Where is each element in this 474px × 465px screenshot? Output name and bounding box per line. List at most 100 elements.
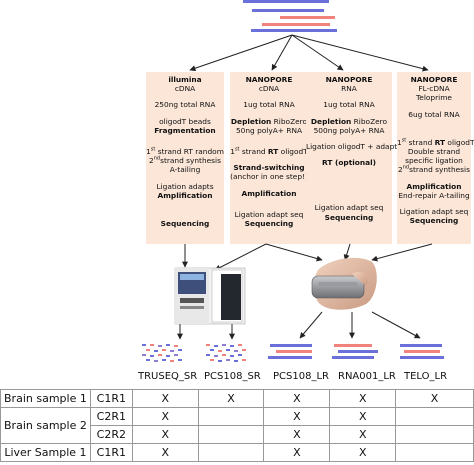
rna-molecules [243, 0, 337, 32]
sample-name-cell: Brain sample 1 [0, 389, 91, 408]
illumina-sequencer-icon [174, 267, 246, 325]
kit-label: Teloprime [416, 93, 452, 103]
arrow-to-telo [291, 34, 429, 72]
mark-cell: X [131, 389, 199, 408]
sequencing-step: Sequencing [160, 219, 210, 229]
depletion-step: Depletion RiboZero [230, 116, 308, 126]
tailing-step: A-tailing [169, 165, 201, 175]
arrow-to-pcs108 [271, 34, 293, 71]
mark-cell [395, 443, 474, 462]
second-strand-step: 2ndstrand synthesis [398, 164, 470, 175]
amplification-step: Amplification [241, 188, 297, 198]
mark-cell: X [395, 389, 474, 408]
ligation-step: Ligation adapt seq [399, 207, 469, 217]
replicate-cell: C2R1 [89, 407, 133, 426]
short-reads-pcs108-icon [206, 344, 246, 362]
table-row: C2R2 X X X [1, 425, 474, 444]
mark-cell: X [329, 407, 397, 426]
platform-label: NANOPORE [245, 75, 293, 84]
mark-cell: X [131, 407, 199, 426]
sample-name-cell: Brain sample 2 [0, 407, 91, 444]
replicate-cell: C2R2 [89, 425, 133, 444]
mark-cell: X [263, 407, 331, 426]
protocol-panel-nanopore-cdna: NANOPORE cDNA 1ug total RNA Depletion Ri… [230, 72, 308, 244]
long-reads-pcs108-icon [268, 344, 312, 359]
selection-step: oligodT beads [159, 116, 211, 126]
mark-cell: X [329, 443, 397, 462]
polya-step: 50ng polyA+ RNA [235, 125, 303, 135]
double-strand-step: Double strand [407, 147, 461, 157]
sequencing-arrows [177, 243, 433, 340]
rna-molecule [251, 29, 337, 32]
rt-step: 1st strand RT oligodT [230, 146, 308, 157]
rna-molecule [262, 23, 330, 26]
sequencing-step: Sequencing [244, 219, 294, 229]
input-amount: 250ng total RNA [154, 100, 216, 110]
ligation-step: Ligation adapts [156, 181, 214, 191]
mark-cell: X [329, 425, 397, 444]
input-rna-illustration [189, 0, 429, 72]
input-amount: 1ug total RNA [243, 100, 295, 110]
first-strand-step: 1st strand RT random [146, 146, 224, 157]
mark-cell [197, 425, 265, 444]
sequencing-step: Sequencing [409, 216, 459, 226]
protocol-arrows [189, 34, 429, 72]
rt-step: RT (optional) [321, 158, 377, 168]
fragmentation-step: Fragmentation [154, 125, 216, 135]
polya-step: 500ng polyA+ RNA [313, 125, 385, 135]
ligation-oligo-step: Ligation oligodT + adapt [306, 142, 398, 152]
anchor-note: (anchor in one step!) [230, 172, 308, 182]
mark-cell: X [329, 389, 397, 408]
long-reads-rna001-icon [332, 344, 378, 359]
replicate-cell: C1R1 [89, 389, 133, 408]
mark-cell: X [263, 443, 331, 462]
material-label: cDNA [174, 84, 196, 94]
platform-label: illumina [168, 75, 202, 84]
replicate-cell: C1R1 [89, 443, 133, 462]
sequencers-illustration [142, 243, 444, 362]
ligation-step: Ligation adapt seq [314, 203, 384, 213]
second-strand-step: 2ndstrand synthesis [149, 155, 221, 166]
platform-label: NANOPORE [325, 75, 373, 84]
specific-ligation-step: specific ligation [405, 156, 463, 166]
dataset-label-telo-lr: TELO_LR [404, 371, 448, 382]
mark-cell [197, 407, 265, 426]
table-row: Brain sample 2 C2R1 X X X [0, 407, 474, 444]
sample-dataset-table: Brain sample 1 C1R1 X X X X X Brain samp… [0, 389, 474, 462]
mark-cell [197, 443, 265, 462]
short-reads-truseq-icon [142, 344, 182, 362]
rna-molecule [252, 9, 324, 12]
dataset-label-pcs108-sr: PCS108_SR [204, 371, 261, 382]
dataset-label-rna001-lr: RNA001_LR [338, 371, 396, 382]
amplification-step: Amplification [157, 190, 213, 200]
sequencing-step: Sequencing [324, 212, 374, 222]
mark-cell [395, 425, 474, 444]
strand-switching-step: Strand-switching [233, 163, 305, 173]
table-row: Brain sample 1 C1R1 X X X X X [0, 389, 474, 408]
mark-cell: X [131, 425, 199, 444]
input-amount: 1ug total RNA [323, 100, 375, 110]
protocol-panel-illumina-cdna: illumina cDNA 250ng total RNA oligodT be… [146, 72, 224, 244]
material-label: cDNA [258, 84, 280, 94]
mark-cell: X [197, 389, 265, 408]
rna-molecule [243, 0, 329, 3]
material-label: FL-cDNA [418, 84, 450, 94]
minion-in-hand-icon [311, 257, 377, 310]
amplification-step: Amplification [406, 181, 462, 191]
arrow-to-rna001 [291, 34, 344, 71]
rt-step: 1st strand RT oligodT [397, 137, 474, 147]
input-amount: 6ug total RNA [408, 109, 460, 119]
ligation-step: Ligation adapt seq [234, 209, 304, 219]
end-repair-step: End-repair A-tailing [398, 190, 470, 200]
sample-name-cell: Liver Sample 1 [0, 443, 91, 462]
material-label: RNA [341, 84, 357, 94]
protocol-panel-nanopore-fl-cdna: NANOPORE FL-cDNA Teloprime 6ug total RNA… [397, 72, 474, 244]
depletion-step: Depletion RiboZero [310, 116, 388, 126]
table-row: Liver Sample 1 C1R1 X X X [0, 443, 474, 462]
mark-cell [395, 407, 474, 426]
platform-label: NANOPORE [410, 75, 458, 84]
arrow-to-illumina [189, 34, 293, 72]
dataset-label-pcs108-lr: PCS108_LR [273, 371, 329, 382]
rna-molecule [280, 16, 335, 19]
dataset-label-truseq-sr: TRUSEQ_SR [138, 371, 198, 382]
